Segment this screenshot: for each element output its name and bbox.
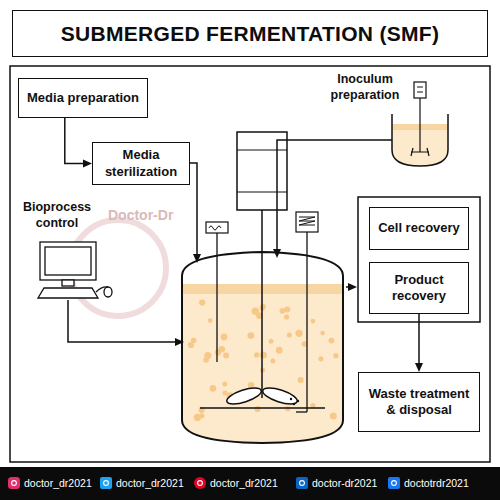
social-icon-mark: [104, 481, 109, 486]
cell-dot: [203, 357, 209, 363]
connector-line: [418, 314, 420, 365]
sparger: [296, 411, 307, 412]
cell-dot: [199, 300, 205, 306]
process-box: Media sterilization: [92, 142, 190, 185]
agitator-shaft: [261, 210, 263, 398]
social-handle: doctor_dr2021: [210, 477, 278, 489]
social-icon: [194, 477, 206, 489]
flow-arrow: [415, 314, 423, 372]
sparger-symbol: [299, 217, 315, 225]
box-label: Waste treatment & disposal: [365, 386, 473, 419]
social-icon-mark: [300, 481, 305, 486]
arrowhead: [273, 249, 281, 258]
cell-dot: [333, 353, 338, 358]
vessel-base-rim: [200, 407, 325, 409]
box-label: Cell recovery: [378, 220, 460, 236]
sparger-head: [296, 212, 318, 232]
social-icon-mark: [198, 481, 203, 486]
cell-dot: [287, 333, 292, 338]
cell-dot: [318, 356, 323, 361]
cell-dot: [280, 308, 286, 314]
feed-line: [190, 163, 197, 255]
cell-dot: [199, 413, 204, 418]
cell-dot: [296, 330, 303, 337]
probe-head: [206, 222, 228, 233]
process-box: Media preparation: [18, 78, 148, 118]
computer-icon: [38, 242, 112, 298]
probe-rod: [216, 233, 217, 362]
box-label: Media preparation: [27, 90, 139, 106]
cell-dot: [188, 342, 194, 348]
inoculum-label: Inoculum preparation: [322, 71, 408, 104]
control-line: [68, 300, 176, 342]
cell-dot: [311, 319, 316, 324]
cell-dot: [298, 377, 304, 383]
cell-dot: [254, 406, 260, 412]
cell-dot: [329, 338, 335, 344]
flow-arrow: [65, 118, 92, 168]
connector-line: [65, 118, 85, 164]
probe-symbol: [209, 226, 221, 230]
footer-bar: [0, 467, 500, 500]
motor: [237, 132, 287, 210]
motor-band: [237, 191, 287, 192]
cell-dot: [260, 351, 267, 358]
cell-dot: [219, 346, 226, 353]
social-icon-mark: [392, 481, 397, 486]
social-handle: doctotrdr2021: [404, 477, 469, 489]
box-label: Media sterilization: [99, 147, 183, 180]
cell-dot: [276, 347, 283, 354]
broth: [180, 284, 350, 452]
cell-dot: [223, 352, 229, 358]
social-handle: doctor_dr2021: [24, 477, 92, 489]
cell-dot: [221, 334, 228, 341]
air-pipe: [306, 232, 307, 412]
arrowhead: [348, 283, 357, 291]
social-handle: doctor_dr2021: [116, 477, 184, 489]
social-icon: [388, 477, 400, 489]
social-icon: [8, 477, 20, 489]
cell-dot: [284, 314, 289, 319]
cell-dot: [330, 412, 337, 419]
diagram-title: SUBMERGED FERMENTATION (SMF): [12, 10, 488, 57]
cell-dot: [208, 318, 213, 323]
arrowhead: [175, 338, 184, 346]
control-label: Bioprocess control: [14, 199, 100, 232]
social-icon: [100, 477, 112, 489]
social-icon: [296, 477, 308, 489]
process-box: Cell recovery: [369, 207, 469, 250]
cell-dot: [247, 332, 254, 339]
impeller-blade: [261, 385, 299, 408]
main-panel: [10, 66, 490, 462]
downstream-container: [358, 197, 480, 322]
social-handle: doctor-dr2021: [312, 477, 377, 489]
cell-dot: [254, 352, 259, 357]
cell-dot: [320, 331, 325, 336]
watermark: Doctor-Dr: [108, 207, 173, 223]
process-box: Waste treatment & disposal: [358, 372, 480, 432]
cell-dot: [222, 382, 227, 387]
box-label: Product recovery: [376, 272, 462, 305]
cell-dot: [269, 339, 274, 344]
process-box: Product recovery: [369, 262, 469, 314]
social-icon-mark: [12, 481, 17, 486]
arrowhead: [193, 254, 201, 263]
cell-dot: [270, 358, 275, 363]
impeller-blade: [225, 385, 263, 408]
cell-dot: [284, 307, 290, 313]
cell-dot: [210, 385, 217, 392]
cell-dot: [310, 403, 315, 408]
motor-band: [237, 149, 287, 150]
